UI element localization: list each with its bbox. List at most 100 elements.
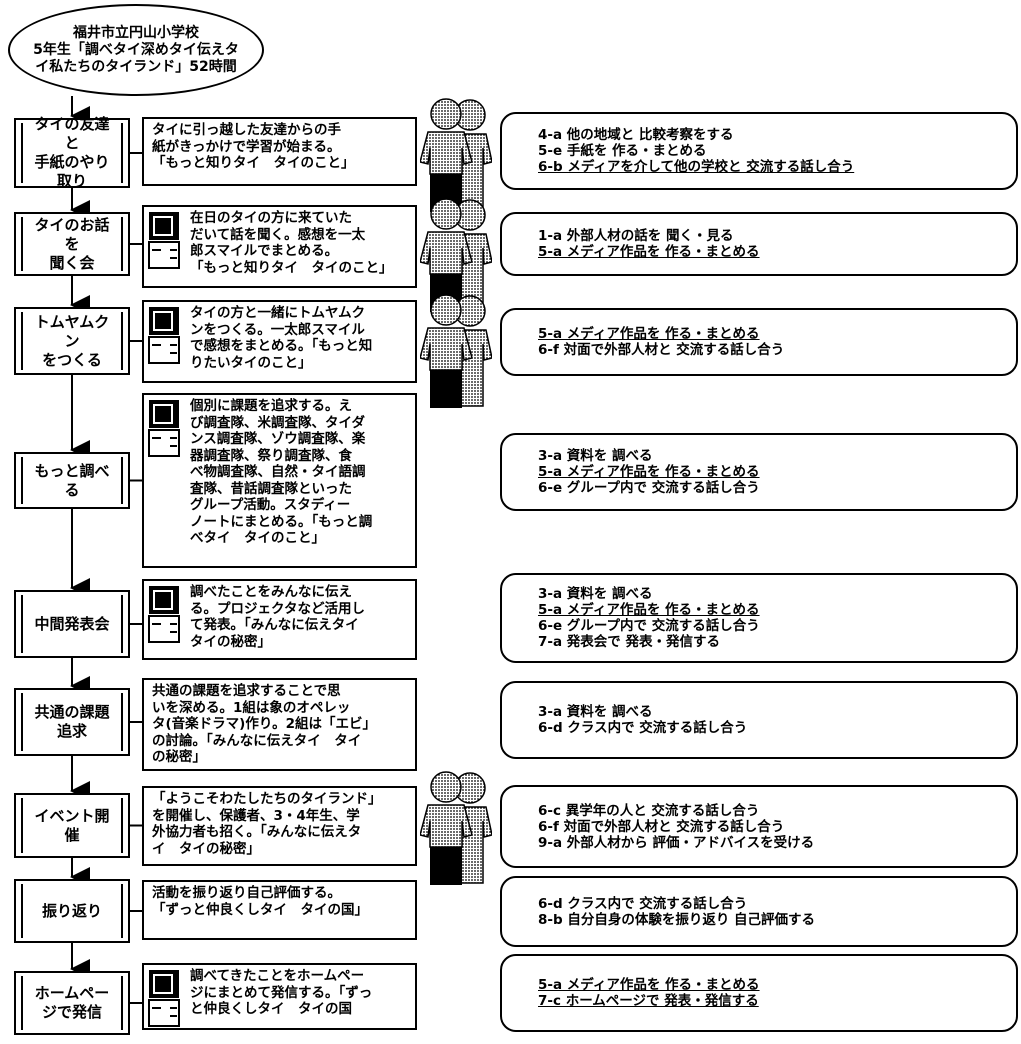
activity-item: 8-b 自分自身の体験を振り返り 自己評価する <box>538 911 816 928</box>
activity-item: 6-b メディアを介して他の学校と 交流する話し合う <box>538 159 855 175</box>
description-line: ノートにまとめる。「もっと調 <box>190 513 373 530</box>
activity-item: 5-a メディア作品を 作る・まとめる <box>538 464 760 480</box>
description-line: 個別に課題を追求する。え <box>190 398 352 414</box>
people-icon <box>419 294 493 412</box>
step-box: タイの友達と手紙のやり取り <box>14 115 130 190</box>
description-line: 「ずっと仲良くしタイ タイの国」 <box>152 901 368 918</box>
description-line: の討論。「みんなに伝えタイ タイ <box>152 732 362 749</box>
step-box: 共通の課題追求 <box>14 688 130 756</box>
computer-icon <box>148 585 180 648</box>
description-line: 「もっと知りタイ タイのこと」 <box>152 155 355 171</box>
step-label: 取り <box>56 172 87 190</box>
step-box: ホームページで発信 <box>14 971 130 1035</box>
step-label: もっと調べる <box>34 461 110 499</box>
step-label: タイの友達と <box>34 115 110 152</box>
step-description: タイに引っ越した友達からの手紙がきっかけで学習が始まる。「もっと知りタイ タイの… <box>142 117 417 186</box>
computer-icon <box>148 306 180 369</box>
step-label: トムヤムクン <box>34 312 110 350</box>
step-box: もっと調べる <box>14 452 130 509</box>
description-line: 査隊、昔話調査隊といった <box>190 480 352 497</box>
activity-item: 6-d クラス内で 交流する話し合う <box>538 895 748 912</box>
step-label: 手紙のやり <box>34 153 110 171</box>
activity-item: 6-f 対面で外部人材と 交流する話し合う <box>538 342 785 358</box>
description-line: べタイ タイのこと」 <box>190 530 325 546</box>
description-line: イ タイの秘密」 <box>152 840 260 857</box>
activity-item: 5-a メディア作品を 作る・まとめる <box>538 244 760 260</box>
step-description: 調べてきたことをホームページにまとめて発信する。「ずっと仲良くしタイ タイの国 <box>142 963 417 1030</box>
description-line: び調査隊、米調査隊、タイダ <box>190 414 365 431</box>
step-box: タイのお話を聞く会 <box>14 212 130 276</box>
computer-icon <box>148 399 180 462</box>
activity-item: 6-f 対面で外部人材と 交流する話し合う <box>538 818 785 835</box>
computer-icon <box>148 969 180 1028</box>
step-label: イベント開催 <box>34 806 110 844</box>
description-line: る。プロジェクタなど活用し <box>190 600 365 617</box>
activity-item: 6-e グループ内で 交流する話し合う <box>538 618 760 634</box>
activity-item: 5-e 手紙を 作る・まとめる <box>538 143 707 159</box>
activity-item: 5-a メディア作品を 作る・まとめる <box>538 977 760 993</box>
step-box: トムヤムクンをつくる <box>14 307 130 375</box>
description-line: 郎スマイルでまとめる。 <box>190 243 339 259</box>
description-line: タイに引っ越した友達からの手 <box>152 122 341 138</box>
lesson-title-oval: 福井市立円山小学校 5年生「調べタイ深めタイ伝えタ イ私たちのタイランド」52時… <box>8 4 264 96</box>
description-line: べ物調査隊、自然・タイ語調 <box>190 464 366 480</box>
description-line: 「もっと知りタイ タイのこと」 <box>190 259 393 276</box>
title-line: 福井市立円山小学校 <box>73 24 199 41</box>
description-line: 在日のタイの方に来ていた <box>190 210 352 226</box>
step-label: ホームペー <box>34 984 110 1002</box>
step-label: をつくる <box>42 350 102 369</box>
description-line: 「ようこそわたしたちのタイランド」 <box>152 791 382 807</box>
step-label: 振り返り <box>41 901 102 920</box>
description-line: を開催し、保護者、3・4年生、学 <box>152 807 360 824</box>
description-line: ンをつくる。一太郎スマイル <box>190 321 365 338</box>
activity-item: 3-a 資料を 調べる <box>538 586 653 602</box>
step-box: イベント開催 <box>14 793 130 858</box>
activity-item: 7-a 発表会で 発表・発信する <box>538 634 721 650</box>
step-box: 中間発表会 <box>14 590 130 658</box>
activity-item: 5-a メディア作品を 作る・まとめる <box>538 602 760 618</box>
step-description: 「ようこそわたしたちのタイランド」を開催し、保護者、3・4年生、学外協力者も招く… <box>142 786 417 866</box>
description-line: 外協力者も招く。「みんなに伝えタ <box>152 824 362 840</box>
activity-item: 9-a 外部人材から 評価・アドバイスを受ける <box>538 834 815 851</box>
step-description: 在日のタイの方に来ていただいて話を聞く。感想を一太郎スマイルでまとめる。「もっと… <box>142 205 417 288</box>
description-line: の秘密」 <box>152 749 206 765</box>
activity-item: 3-a 資料を 調べる <box>538 448 653 464</box>
step-description: 共通の課題を追求することで思いを深める。1組は象のオペレッタ(音楽ドラマ)作り。… <box>142 678 417 771</box>
description-line: 紙がきっかけで学習が始まる。 <box>152 138 341 155</box>
step-label: タイのお話を <box>34 215 110 253</box>
description-line: で感想をまとめる。「もっと知 <box>190 338 373 354</box>
activity-item: 6-d クラス内で 交流する話し合う <box>538 720 748 736</box>
people-icon <box>419 771 493 889</box>
activity-item: 6-c 異学年の人と 交流する話し合う <box>538 802 760 819</box>
description-line: 活動を振り返り自己評価する。 <box>152 885 341 901</box>
description-line: と仲良くしタイ タイの国 <box>190 1001 352 1017</box>
description-line: 調べてきたことをホームペー <box>190 968 365 984</box>
computer-icon <box>148 211 180 274</box>
activity-item: 4-a 他の地域と 比較考察をする <box>538 127 734 143</box>
step-label: 中間発表会 <box>34 614 110 633</box>
description-line: 共通の課題を追求することで思 <box>152 683 341 699</box>
title-line: イ私たちのタイランド」52時間 <box>35 58 237 75</box>
description-line: ンス調査隊、ゾウ調査隊、楽 <box>190 431 366 447</box>
activity-item: 3-a 資料を 調べる <box>538 704 653 720</box>
description-line: 調べたことをみんなに伝え <box>190 584 352 600</box>
description-line: タ(音楽ドラマ)作り。2組は「エビ」 <box>152 716 376 732</box>
title-line: 5年生「調べタイ深めタイ伝えタ <box>33 41 239 58</box>
description-line: 器調査隊、祭り調査隊、食 <box>190 447 352 464</box>
activity-item: 5-a メディア作品を 作る・まとめる <box>538 326 760 342</box>
people-icon <box>419 98 493 216</box>
description-line: タイの秘密」 <box>190 633 271 650</box>
step-label: 共通の課題 <box>34 703 110 721</box>
description-line: りたいタイのこと」 <box>190 354 312 371</box>
activity-item: 6-e グループ内で 交流する話し合う <box>538 480 760 496</box>
step-label: 追求 <box>56 722 87 740</box>
step-box: 振り返り <box>14 879 130 943</box>
activity-item: 1-a 外部人材の話を 聞く・見る <box>538 228 734 244</box>
